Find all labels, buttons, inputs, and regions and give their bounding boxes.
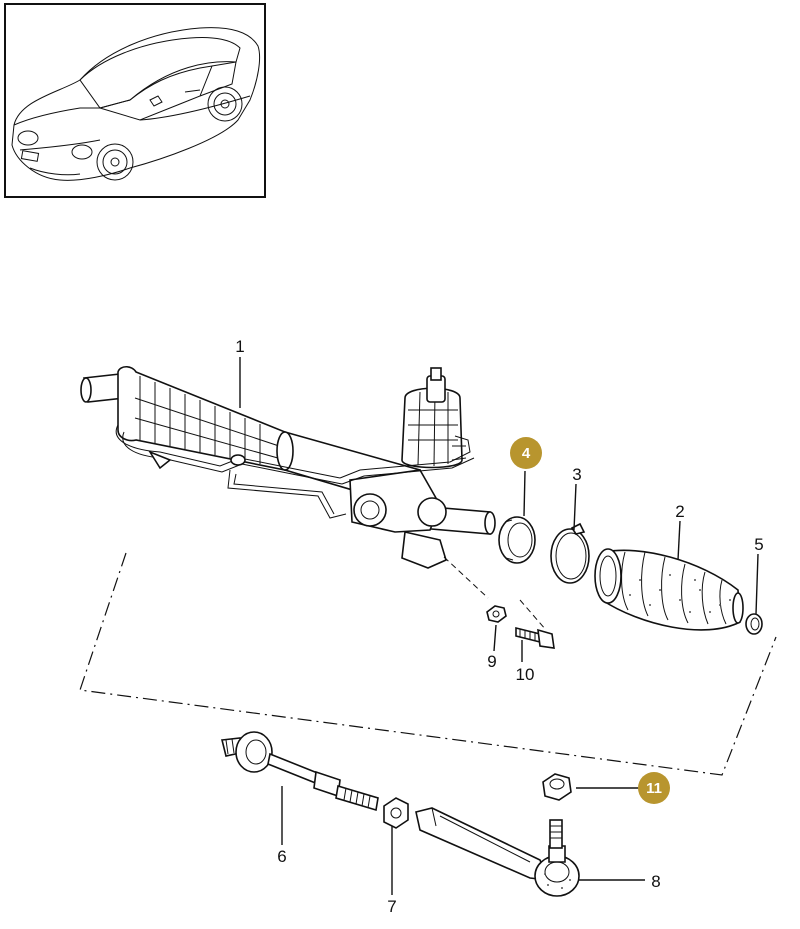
part-4-ring — [498, 516, 536, 564]
part-10-bolt — [515, 626, 555, 649]
callout-11: 11 — [646, 780, 662, 797]
callout-6[interactable]: 6 — [277, 847, 286, 866]
part-8-tie-rod-end — [415, 807, 580, 897]
leader-lines — [239, 357, 759, 895]
highlight-badge-circle — [510, 437, 542, 469]
part-3-clamp — [550, 522, 590, 584]
callout-2[interactable]: 2 — [675, 502, 684, 521]
connector-dashes — [443, 556, 547, 631]
callout-7[interactable]: 7 — [387, 897, 396, 916]
part-11-nut — [542, 773, 572, 801]
part-5-small-clamp — [745, 613, 763, 635]
steering-rack-assembly — [80, 365, 496, 569]
car-illustration-icon — [11, 27, 261, 181]
highlight-badge-circle — [638, 772, 670, 804]
vehicle-thumbnail — [4, 3, 266, 198]
callout-4-badge[interactable]: 4 — [510, 437, 542, 469]
part-9-nut — [486, 605, 507, 623]
callout-labels: 1 2 3 5 6 7 8 9 10 4 11 — [235, 337, 763, 916]
callout-8[interactable]: 8 — [651, 872, 660, 891]
callout-5[interactable]: 5 — [754, 535, 763, 554]
callout-3[interactable]: 3 — [572, 465, 581, 484]
callout-4: 4 — [522, 445, 531, 462]
part-2-bellows — [594, 548, 744, 631]
callout-10[interactable]: 10 — [516, 665, 535, 684]
assembly-outline — [79, 552, 777, 776]
callout-1[interactable]: 1 — [235, 337, 244, 356]
callout-9[interactable]: 9 — [487, 652, 496, 671]
callout-11-badge[interactable]: 11 — [638, 772, 670, 804]
part-7-jam-nut — [383, 797, 409, 829]
part-6-inner-tie-rod — [221, 731, 379, 812]
